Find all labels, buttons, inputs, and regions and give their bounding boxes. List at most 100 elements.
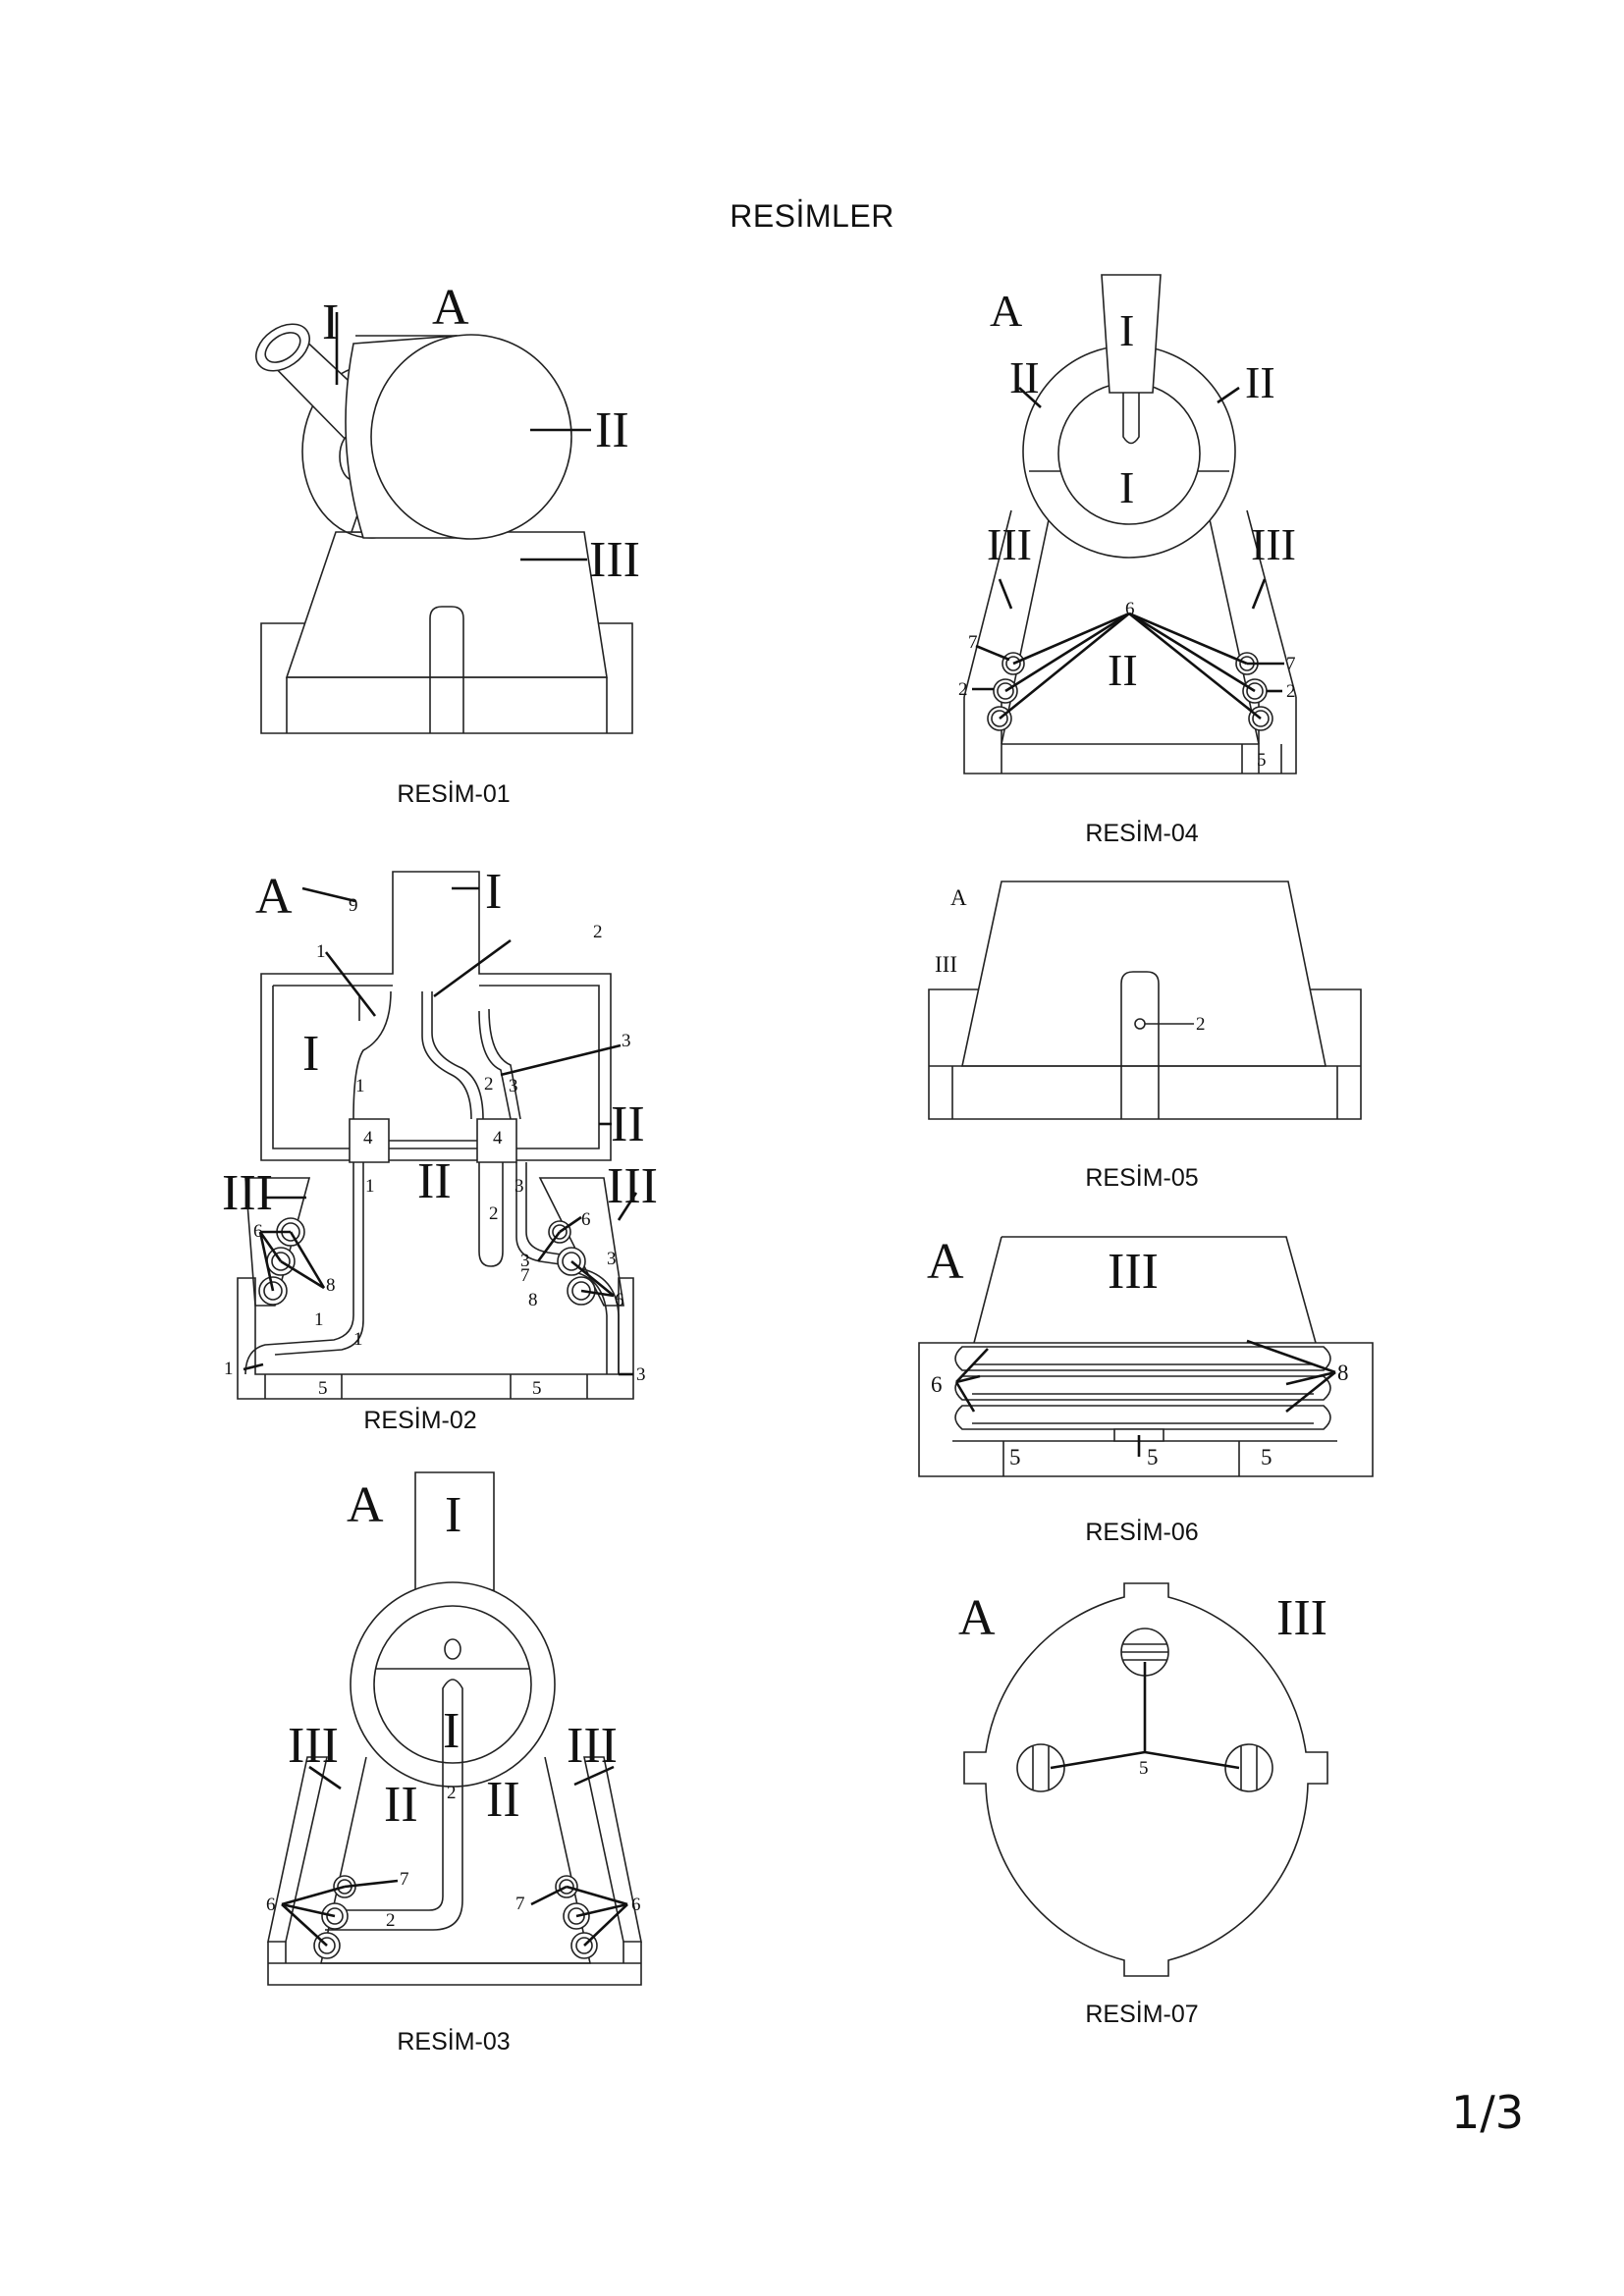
caption-resim-01: RESİM-01: [397, 780, 511, 808]
r02-label-2-mid: 2: [484, 1074, 494, 1095]
page-title: RESİMLER: [730, 198, 894, 234]
r02-label-1-top: 1: [316, 941, 326, 962]
r02-label-ii-center: II: [417, 1153, 452, 1209]
r03-ring: [351, 1582, 555, 1787]
r02-label-6-right-top: 6: [581, 1209, 591, 1230]
r04-label-2-left: 2: [958, 679, 968, 700]
r06-label-5-right: 5: [1261, 1445, 1272, 1469]
r02-label-3-top: 3: [622, 1031, 631, 1051]
figure-resim-01: A I II III: [245, 280, 640, 746]
r03-label-iii-left: III: [288, 1718, 339, 1774]
caption-resim-02: RESİM-02: [363, 1407, 477, 1434]
r02-label-1-bottom: 1: [314, 1309, 324, 1330]
r03-label-2-horizontal: 2: [386, 1910, 396, 1931]
r04-label-i-top: I: [1119, 305, 1134, 355]
r03-label-7-left: 7: [400, 1869, 409, 1890]
r07-label-5: 5: [1139, 1758, 1149, 1779]
r07-pin-left: [1017, 1744, 1064, 1791]
r02-label-ii-right: II: [611, 1096, 645, 1152]
r01-label-a: A: [432, 280, 469, 336]
r02-label-8-right: 8: [528, 1290, 538, 1310]
r01-trapezoid-body: [287, 532, 607, 677]
r06-label-6: 6: [931, 1372, 943, 1397]
r03-label-2-vertical: 2: [447, 1783, 457, 1803]
r02-label-3-right-b: 3: [607, 1249, 617, 1269]
r06-label-iii: III: [1108, 1244, 1159, 1300]
r03-label-ii-right: II: [486, 1772, 520, 1828]
r02-label-4-left: 4: [363, 1128, 373, 1148]
caption-resim-03: RESİM-03: [397, 2028, 511, 2056]
r02-label-i-left: I: [302, 1026, 319, 1082]
r02-label-2-lower: 2: [489, 1203, 499, 1224]
r03-label-i-top: I: [445, 1487, 461, 1543]
r01-drum-face: [371, 335, 571, 539]
caption-resim-06: RESİM-06: [1085, 1519, 1199, 1546]
r02-label-7: 7: [520, 1265, 530, 1286]
r02-label-5-right: 5: [532, 1378, 542, 1399]
r02-label-1-lower: 1: [365, 1176, 375, 1197]
r07-pin-right: [1225, 1744, 1272, 1791]
r03-label-a: A: [347, 1477, 384, 1533]
r02-label-9: 9: [349, 895, 358, 916]
r06-label-5-left: 5: [1009, 1445, 1021, 1469]
r03-label-6-left: 6: [266, 1895, 276, 1915]
figure-resim-04: A I I II II III III II 6 7 7 2 2 5: [958, 275, 1345, 785]
r02-label-a: A: [255, 869, 293, 925]
r02-label-5-left: 5: [318, 1378, 328, 1399]
caption-resim-05: RESİM-05: [1085, 1164, 1199, 1192]
r03-label-ii-left: II: [384, 1777, 418, 1833]
r06-label-8: 8: [1337, 1361, 1349, 1385]
r02-upper-box: [261, 872, 611, 1160]
r07-label-a: A: [958, 1590, 996, 1646]
r03-label-7-right: 7: [515, 1894, 525, 1914]
r04-label-iii-right: III: [1251, 519, 1296, 569]
r04-label-6: 6: [1125, 599, 1135, 619]
r04-base-frame: [964, 697, 1296, 774]
r04-label-ii-left: II: [1009, 352, 1040, 402]
r07-label-iii: III: [1276, 1590, 1327, 1646]
r06-label-5-center: 5: [1147, 1445, 1159, 1469]
r02-label-2-top: 2: [593, 922, 603, 942]
r02-label-6-left: 6: [253, 1221, 263, 1242]
r02-label-iii-right: III: [607, 1158, 658, 1214]
r02-label-4-right: 4: [493, 1128, 503, 1148]
r03-label-6-right: 6: [631, 1895, 641, 1915]
r01-label-ii: II: [595, 402, 629, 458]
r04-label-2-right: 2: [1286, 681, 1296, 702]
r03-label-iii-right: III: [567, 1718, 618, 1774]
figure-resim-02: A I 9 1 2 3 I 1 2 3 4 4 II 1 II 3 2 III …: [222, 864, 658, 1402]
r05-trapezoid-body: [962, 881, 1326, 1066]
r02-label-iii-left: III: [222, 1165, 273, 1221]
r02-label-3-right-a: 3: [520, 1251, 530, 1271]
r02-label-6-right: 6: [615, 1290, 624, 1310]
r02-label-8-left: 8: [326, 1275, 336, 1296]
figure-resim-03: A I I III III II II 2 2 7 7 6 6: [266, 1472, 663, 1998]
r03-label-i-center: I: [443, 1703, 460, 1759]
r05-label-iii: III: [935, 952, 957, 977]
figure-resim-07: A III 5: [958, 1575, 1355, 1988]
r02-label-1-edge: 1: [224, 1359, 234, 1379]
r01-label-i: I: [322, 294, 339, 350]
r02-label-3-edge: 3: [636, 1364, 646, 1385]
r02-label-1-mid: 1: [355, 1076, 365, 1096]
r02-label-i-top: I: [485, 864, 502, 920]
r02-label-3-lower: 3: [514, 1176, 524, 1197]
r04-label-7-right: 7: [1286, 654, 1296, 674]
r04-label-ii-center: II: [1108, 645, 1138, 695]
r02-label-1-bottom-b: 1: [353, 1329, 363, 1350]
r06-base-frame: [919, 1343, 1373, 1476]
caption-resim-07: RESİM-07: [1085, 2001, 1199, 2028]
r04-label-i-center: I: [1119, 462, 1134, 512]
r04-label-5: 5: [1257, 750, 1267, 771]
r04-nozzle: [1102, 275, 1161, 393]
r02-label-3-mid: 3: [509, 1076, 518, 1096]
page-number: 1/3: [1450, 2086, 1524, 2139]
figure-resim-06: A III 6 8 5 5 5: [913, 1234, 1365, 1482]
figure-resim-05: A III 2: [923, 874, 1365, 1129]
r01-label-iii: III: [589, 532, 640, 588]
r04-label-7-left: 7: [968, 632, 978, 653]
r07-disc-outline: [964, 1583, 1327, 1976]
r04-label-ii-right: II: [1245, 357, 1275, 407]
r05-label-2: 2: [1196, 1014, 1206, 1035]
